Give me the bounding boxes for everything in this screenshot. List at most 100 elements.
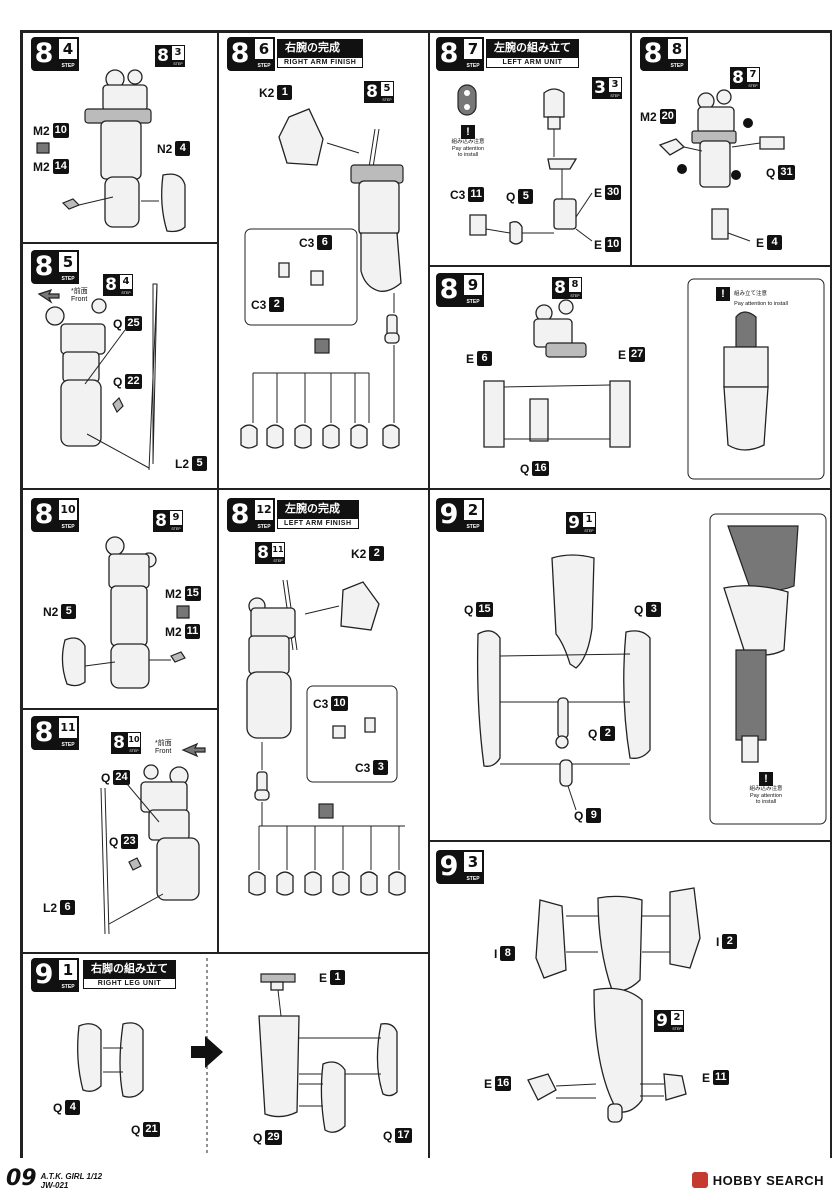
ref-minor: 5 xyxy=(380,81,394,97)
part-number: 30 xyxy=(605,185,622,200)
ref-major: 8 xyxy=(364,81,380,103)
step-major: 8 xyxy=(227,37,253,71)
part-runner: Q xyxy=(113,316,123,331)
attention-en: Pay attention to install xyxy=(734,301,788,307)
watermark-logo-icon xyxy=(691,1172,708,1188)
part-runner: I xyxy=(716,934,720,949)
part-runner: Q xyxy=(131,1122,141,1137)
part-number: 10 xyxy=(331,696,348,711)
ref-major: 8 xyxy=(730,67,746,89)
attention-note: ! 組み立て注意 Pay attention to install xyxy=(716,287,806,308)
part-runner: C3 xyxy=(313,696,329,711)
step-title: 右脚の組み立て RIGHT LEG UNIT xyxy=(83,960,176,989)
step-major: 9 xyxy=(31,958,57,992)
ref-minor: 4 xyxy=(119,274,133,290)
part-number: 1 xyxy=(277,85,293,100)
part-runner: M2 xyxy=(33,159,50,174)
step-minor: 5 xyxy=(57,250,79,274)
attention-icon: ! xyxy=(716,287,730,301)
part-runner: Q xyxy=(574,808,584,823)
part-number: 27 xyxy=(629,347,646,362)
ref-major: 8 xyxy=(255,542,271,564)
ref-major: 8 xyxy=(103,274,119,296)
title-jp: 右腕の完成 xyxy=(277,39,364,57)
title-jp: 右脚の組み立て xyxy=(83,960,176,978)
part-number: 5 xyxy=(61,604,77,619)
attention-jp: 組み込み注意 xyxy=(749,786,783,792)
ref-label: STEP xyxy=(568,293,582,299)
title-jp: 左腕の組み立て xyxy=(486,39,579,57)
ref-minor: 1 xyxy=(582,512,596,528)
part-number: 11 xyxy=(713,1070,729,1085)
ref-major: 8 xyxy=(155,45,171,67)
step-label: STEP xyxy=(462,61,484,71)
right-arm-finish-art xyxy=(240,108,404,449)
step-label: STEP xyxy=(253,61,275,71)
part-number: 3 xyxy=(646,602,662,617)
right-leg-unit-art xyxy=(77,958,398,1154)
step-minor: 6 xyxy=(253,37,275,61)
watermark: HOBBY SEARCH xyxy=(691,1172,824,1188)
step-major: 8 xyxy=(436,37,462,71)
ref-major: 8 xyxy=(111,732,127,754)
step-label: STEP xyxy=(462,874,484,884)
arm-assembly-art xyxy=(36,69,186,233)
part-runner: Q xyxy=(53,1100,63,1115)
leg-assembly-art xyxy=(476,513,827,825)
part-number: 23 xyxy=(121,834,138,849)
attention-en-2: to install xyxy=(457,152,479,158)
ref-major: 9 xyxy=(566,512,582,534)
part-number: 9 xyxy=(586,808,602,823)
part-number: 16 xyxy=(495,1076,512,1091)
ref-label: STEP xyxy=(169,526,183,532)
part-number: 6 xyxy=(60,900,76,915)
part-number: 15 xyxy=(184,586,201,601)
part-number: 17 xyxy=(395,1128,412,1143)
part-runner: Q xyxy=(634,602,644,617)
step-minor: 4 xyxy=(57,37,79,61)
part-runner: K2 xyxy=(259,85,275,100)
attention-jp: 組み立て注意 xyxy=(734,290,768,297)
attention-en-1: Pay attention xyxy=(451,145,485,152)
part-runner: M2 xyxy=(33,123,50,138)
part-runner: I xyxy=(494,946,498,961)
product-name: A.T.K. GIRL 1/12 xyxy=(40,1172,103,1181)
left-arm-parts-art xyxy=(658,89,785,242)
arm-with-blade-left-art xyxy=(100,742,206,935)
front-en: Front xyxy=(155,748,172,755)
part-runner: M2 xyxy=(165,586,182,601)
ref-major: 3 xyxy=(592,77,608,99)
part-number: 5 xyxy=(518,189,534,204)
